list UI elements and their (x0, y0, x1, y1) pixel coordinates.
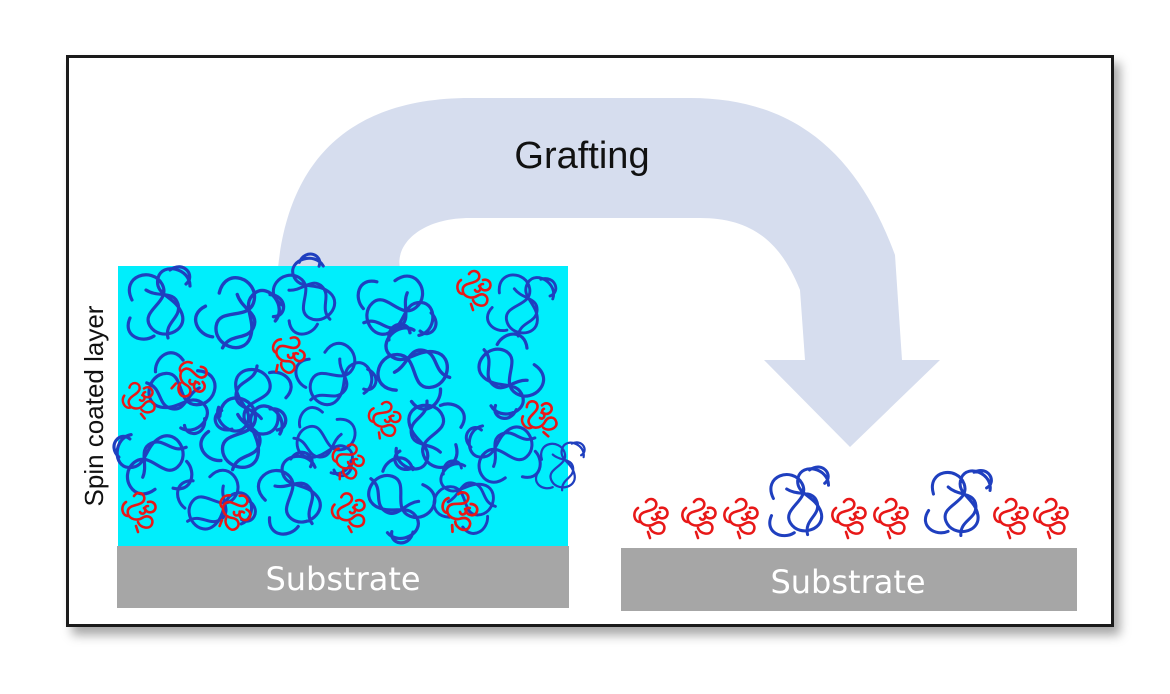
layer-label: Spin coated layer (79, 305, 109, 506)
short-polymer-coil-icon (831, 497, 867, 540)
short-polymer-coil-icon (723, 497, 759, 540)
grafting-arrow (278, 98, 940, 447)
short-polymer-coil-icon (1033, 497, 1069, 540)
short-polymer-coil-icon (993, 497, 1029, 540)
process-label: Grafting (514, 135, 649, 177)
long-polymer-coil-icon (921, 460, 995, 542)
spin-coated-layer (118, 266, 568, 546)
short-polymer-coil-icon (681, 497, 717, 540)
short-polymer-coil-icon (633, 497, 669, 540)
substrate-left (117, 546, 569, 608)
substrate-right (621, 548, 1077, 611)
short-polymer-coil-icon (873, 497, 909, 540)
substrate-right-label: Substrate (770, 563, 925, 601)
long-polymer-coil-icon (768, 465, 831, 538)
substrate-left-label: Substrate (265, 560, 420, 598)
grafted-chains (633, 460, 1069, 542)
